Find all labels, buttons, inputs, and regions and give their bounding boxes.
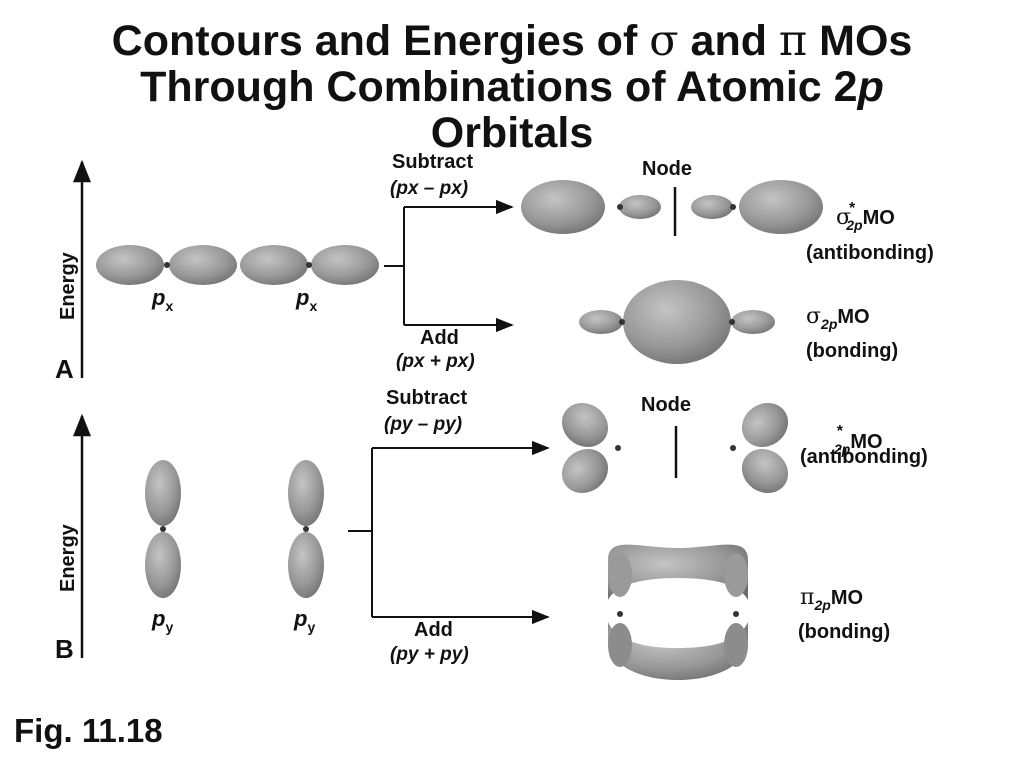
node-label-b: Node — [641, 394, 691, 416]
sigma-star-mo-label: σ*2pMO — [836, 200, 895, 233]
node-label: Node — [642, 158, 692, 180]
py-label-left: py — [151, 606, 173, 635]
add-expression: (px + px) — [396, 351, 475, 372]
title-p-italic: p — [857, 63, 884, 111]
px-label-left: px — [151, 285, 173, 314]
panel-b-letter: B — [55, 634, 74, 664]
px-label-right: px — [295, 285, 317, 314]
subtract-expression-b: (py – py) — [384, 414, 462, 435]
sigma-bonding-orbital — [579, 280, 775, 364]
pi-star-orbital — [561, 402, 789, 494]
subtract-label: Subtract — [392, 151, 473, 173]
antibonding-label-b: (antibonding) — [800, 446, 928, 468]
pi-bonding-orbital — [608, 544, 748, 680]
pi-star-mo-label: *2pMO — [833, 423, 883, 457]
title-text-1c: MOs — [807, 17, 913, 65]
energy-axis-label: Energy — [57, 251, 79, 320]
px-orbital-right — [240, 245, 379, 285]
antibonding-label-a: (antibonding) — [806, 242, 934, 264]
py-orbital-right — [288, 460, 324, 598]
figure-title: Contours and Energies of σ and π MOs Thr… — [0, 18, 1024, 156]
add-label-b: Add — [414, 619, 453, 641]
py-orbital-left — [145, 460, 181, 598]
title-line-2: Through Combinations of Atomic 2p — [0, 64, 1024, 110]
panel-a: A Energy px px Subtract (px – px) Add (p… — [55, 151, 934, 384]
add-expression-b: (py + py) — [390, 644, 469, 665]
sigma-symbol: σ — [649, 16, 679, 66]
title-line-1: Contours and Energies of σ and π MOs — [0, 18, 1024, 64]
px-orbital-left — [96, 245, 237, 285]
bonding-label-a: (bonding) — [806, 340, 898, 362]
pi-symbol: π — [778, 16, 808, 66]
panel-a-letter: A — [55, 354, 74, 384]
energy-axis-label-b: Energy — [57, 523, 79, 592]
bonding-label-b: (bonding) — [798, 621, 890, 643]
panel-b: B Energy py py Subtract (py – py) Add (p… — [55, 387, 928, 680]
pi-mo-label: π2pMO — [800, 585, 863, 613]
title-text-1a: Contours and Energies of — [111, 17, 650, 65]
figure-number: Fig. 11.18 — [14, 712, 163, 749]
title-text-2a: Through Combinations of Atomic 2 — [140, 63, 858, 111]
subtract-expression: (px – px) — [390, 178, 468, 199]
title-text-1b: and — [678, 17, 779, 65]
title-line-3: Orbitals — [430, 109, 594, 157]
sigma-star-orbital — [521, 180, 823, 236]
subtract-label-b: Subtract — [386, 387, 467, 409]
add-label: Add — [420, 327, 459, 349]
py-label-right: py — [293, 606, 315, 635]
sigma-mo-label: σ2pMO — [806, 304, 870, 332]
